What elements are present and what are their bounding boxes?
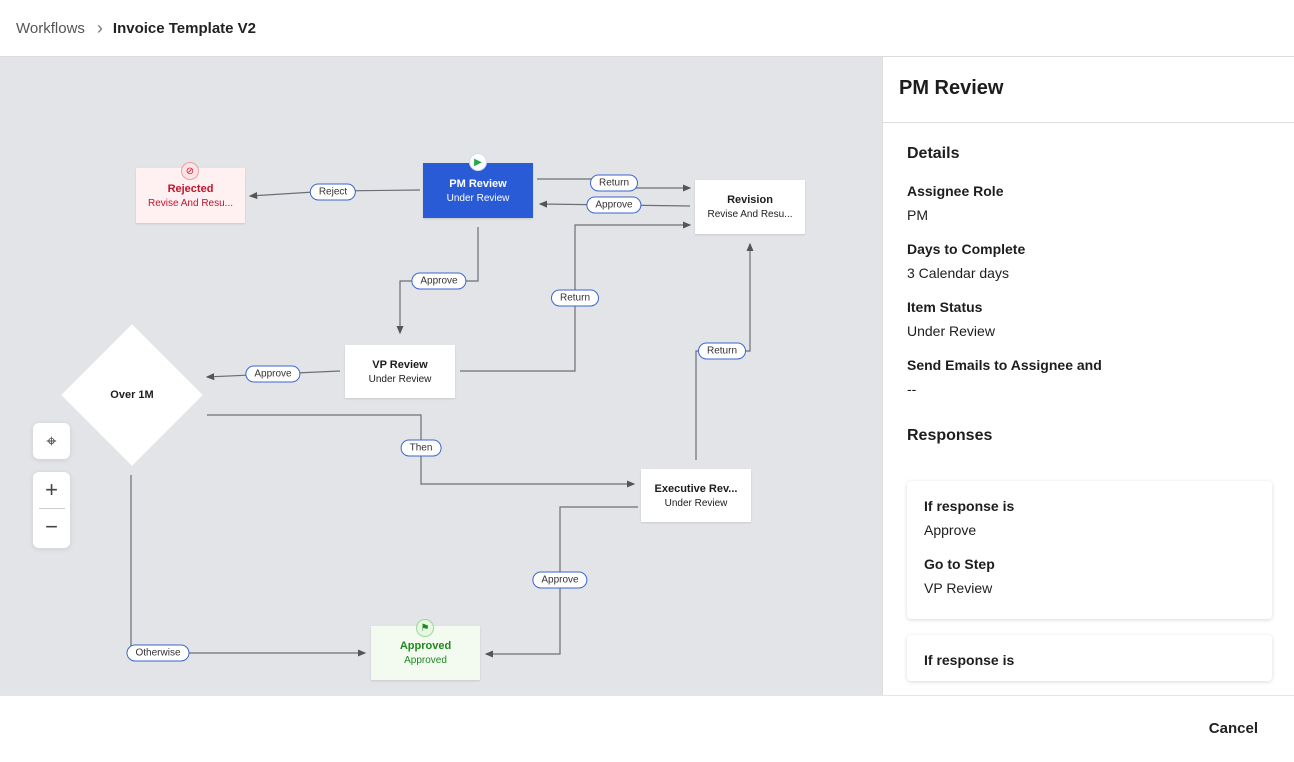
crosshair-icon: ⌖ (46, 430, 57, 451)
flag-icon: ⚑ (416, 619, 434, 637)
recenter-button[interactable]: ⌖ (33, 423, 70, 459)
blocked-icon: ⊘ (181, 162, 199, 180)
node-status: Approved (404, 655, 447, 666)
edge-label-reject[interactable]: Reject (309, 183, 357, 201)
field-value: PM (907, 207, 928, 223)
node-status: Revise And Resu... (707, 209, 793, 220)
breadcrumb-current: Invoice Template V2 (112, 19, 257, 37)
header: Workflows › Invoice Template V2 (0, 0, 1294, 57)
edge-label-return[interactable]: Return (589, 174, 639, 192)
panel-title: PM Review (883, 57, 1294, 123)
edge-label-approve[interactable]: Approve (245, 365, 301, 383)
node-title: Rejected (167, 182, 214, 195)
node-vp-review[interactable]: VP Review Under Review (345, 345, 455, 398)
zoom-out-button[interactable]: − (45, 514, 58, 539)
node-title: Revision (727, 194, 773, 206)
breadcrumb-workflows[interactable]: Workflows (16, 19, 85, 37)
divider (38, 508, 65, 509)
play-icon: ▶ (469, 153, 487, 171)
node-status: Under Review (368, 373, 432, 385)
field-label: Days to Complete (907, 241, 1026, 257)
node-pm-review[interactable]: PM Review Under Review (423, 163, 533, 218)
edge-label-approve[interactable]: Approve (586, 196, 642, 214)
field-value: -- (907, 381, 917, 397)
response-if-label: If response is (924, 652, 1015, 668)
edge-label-return[interactable]: Return (697, 342, 747, 360)
edge-label-return[interactable]: Return (550, 289, 600, 307)
response-goto-value: VP Review (924, 580, 993, 596)
footer: Cancel (0, 695, 1294, 762)
field-value: Under Review (907, 323, 995, 339)
field-label: Item Status (907, 299, 983, 315)
response-if-label: If response is (924, 498, 1015, 514)
node-title: VP Review (372, 358, 428, 371)
field-label: Send Emails to Assignee and (907, 357, 1102, 373)
edge-label-otherwise[interactable]: Otherwise (126, 644, 190, 662)
response-card: If response is (907, 635, 1272, 681)
workflow-canvas[interactable]: Rejected Revise And Resu... ⊘ PM Review … (0, 57, 882, 695)
cancel-button[interactable]: Cancel (1208, 720, 1258, 737)
details-panel: PM Review Details Assignee Role PM Days … (882, 57, 1294, 695)
node-title: PM Review (449, 177, 507, 190)
zoom-controls: + − (33, 472, 70, 548)
node-status: Under Review (446, 192, 510, 204)
edge-label-approve[interactable]: Approve (411, 272, 467, 290)
response-goto-label: Go to Step (924, 556, 995, 572)
decision-label: Over 1M (110, 389, 154, 401)
chevron-right-icon: › (96, 17, 103, 38)
node-status: Revise And Resu... (147, 197, 234, 209)
response-card: If response is Approve Go to Step VP Rev… (907, 481, 1272, 619)
node-revision[interactable]: Revision Revise And Resu... (695, 180, 805, 234)
edge-label-then[interactable]: Then (400, 439, 442, 457)
response-if-value: Approve (924, 522, 977, 538)
node-title: Executive Rev... (654, 482, 738, 495)
node-status: Under Review (664, 497, 728, 509)
edge-otherwise (130, 475, 367, 657)
details-heading: Details (907, 145, 960, 162)
node-executive-review[interactable]: Executive Rev... Under Review (641, 469, 751, 522)
edge-label-approve[interactable]: Approve (532, 571, 588, 589)
field-value: 3 Calendar days (907, 265, 1009, 281)
zoom-in-button[interactable]: + (45, 477, 58, 502)
responses-heading: Responses (907, 427, 993, 444)
field-label: Assignee Role (907, 183, 1004, 199)
node-title: Approved (399, 640, 452, 652)
